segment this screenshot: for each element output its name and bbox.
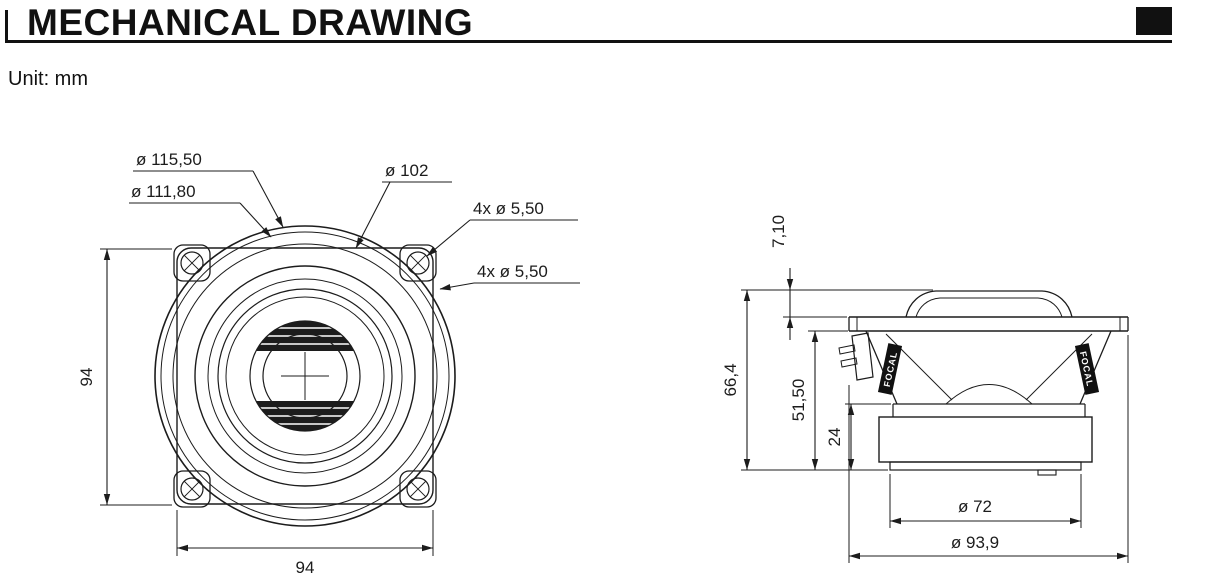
side-view-dimensions: 66,4 7,10 51,50 24 ø 72 ø 93,9 bbox=[721, 215, 1129, 563]
dim-outer-diameter-label: ø 115,50 bbox=[136, 150, 202, 169]
title-left-tick bbox=[5, 10, 8, 40]
dim-total-depth-label: 66,4 bbox=[721, 363, 740, 396]
side-view-basket bbox=[865, 330, 1112, 405]
dim-magnet-height-label: 24 bbox=[825, 428, 844, 447]
title-corner-box bbox=[1136, 7, 1172, 35]
brand-logo-right: FOCAL bbox=[1074, 343, 1100, 395]
side-view: FOCAL FOCAL 66,4 7,10 bbox=[721, 215, 1129, 563]
dim-cutout-diameter-label: ø 102 bbox=[385, 161, 428, 180]
side-view-magnet bbox=[878, 403, 1093, 476]
dim-gasket-diameter-label: ø 111,80 bbox=[131, 182, 196, 201]
dim-mounting-holes-label-2: 4x ø 5,50 bbox=[477, 262, 548, 281]
front-view: 94 94 ø 115,50 ø 111,80 ø 102 4x ø 5,50 bbox=[77, 150, 580, 577]
title-rule bbox=[5, 40, 1172, 43]
side-view-flange bbox=[848, 316, 1129, 332]
front-view-screw-holes bbox=[180, 251, 430, 501]
page-title: MECHANICAL DRAWING bbox=[27, 2, 474, 43]
front-view-dimensions: 94 94 ø 115,50 ø 111,80 ø 102 4x ø 5,50 bbox=[77, 150, 580, 577]
dim-overall-diameter-label: ø 93,9 bbox=[951, 533, 999, 552]
dim-mounting-depth-label: 51,50 bbox=[789, 379, 808, 422]
brand-logo-left: FOCAL bbox=[877, 343, 903, 395]
dim-mounting-holes-label-1: 4x ø 5,50 bbox=[473, 199, 544, 218]
dim-width-label: 94 bbox=[296, 558, 315, 577]
front-view-center-assembly bbox=[249, 320, 361, 432]
unit-label: Unit: mm bbox=[8, 68, 88, 90]
side-view-terminal bbox=[838, 332, 874, 381]
dim-protrusion-label: 7,10 bbox=[769, 215, 788, 248]
front-view-circles bbox=[154, 225, 456, 527]
dim-height-label: 94 bbox=[77, 368, 96, 387]
side-view-front-protrusion bbox=[905, 290, 1073, 318]
dim-magnet-diameter-label: ø 72 bbox=[958, 497, 992, 516]
front-view-mounting-square bbox=[173, 244, 437, 508]
